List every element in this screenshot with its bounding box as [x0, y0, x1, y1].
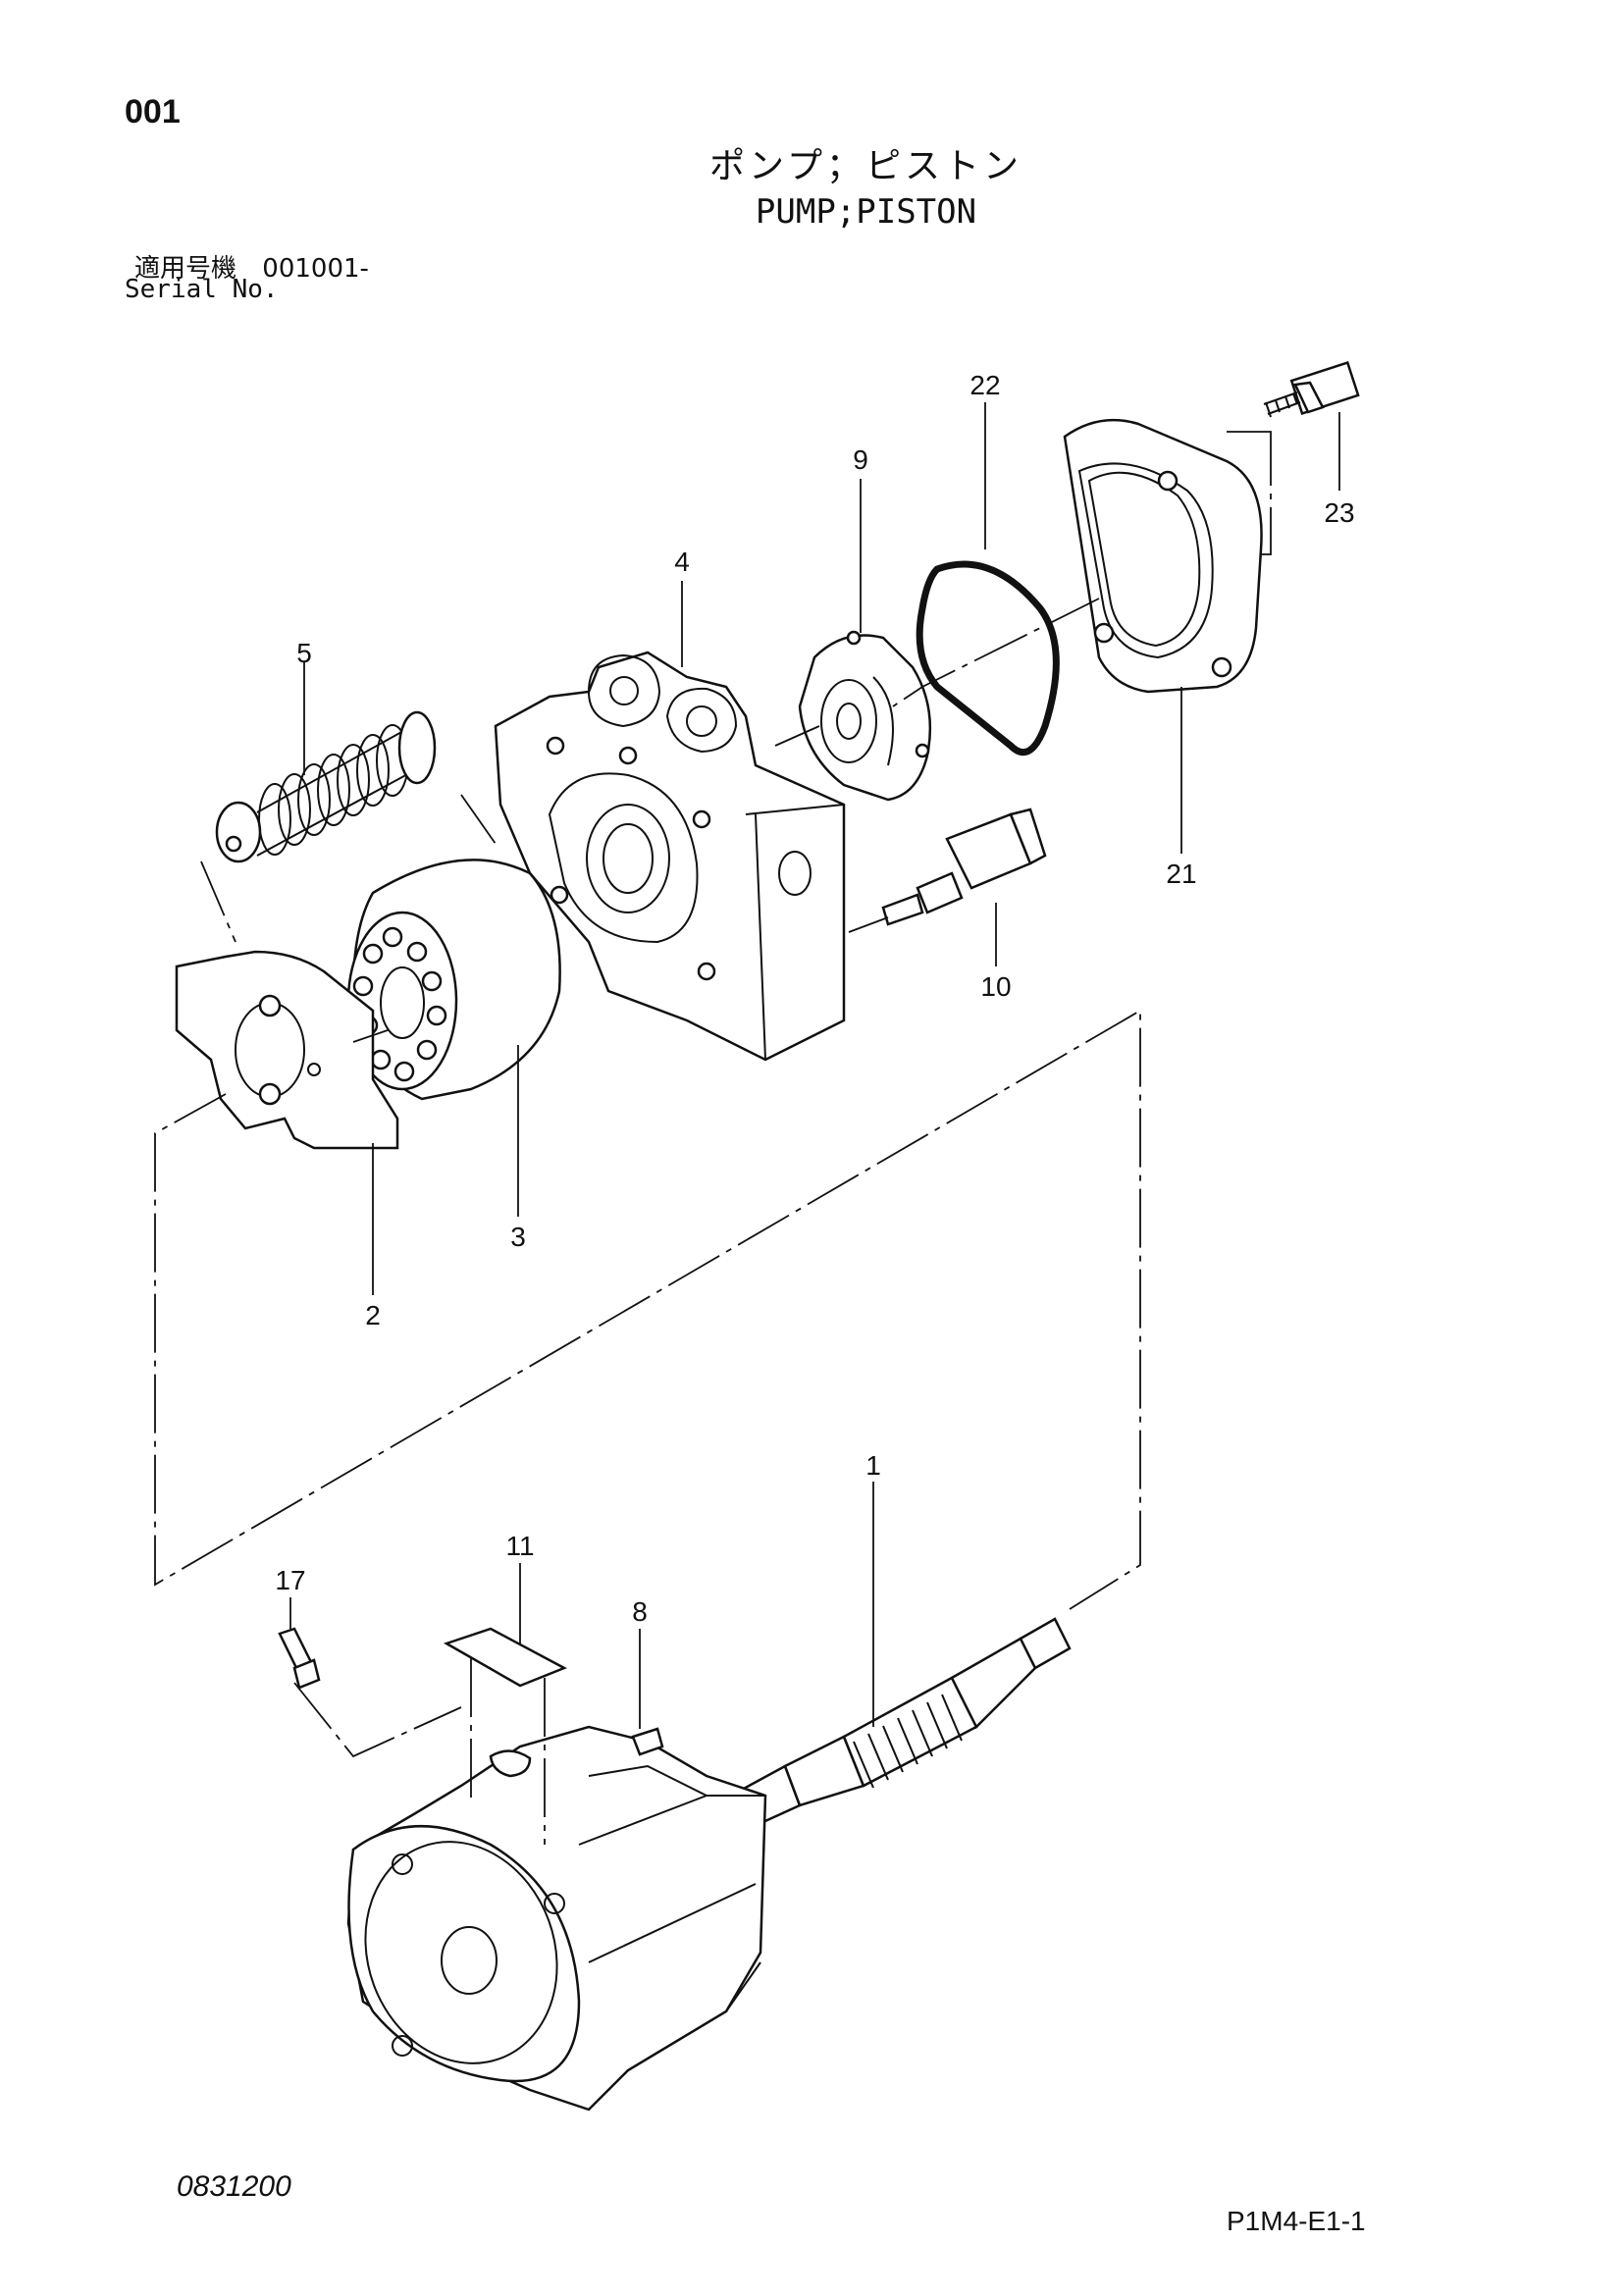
page-reference: P1M4-E1-1	[1227, 2206, 1366, 2236]
title-japanese: ポンプ；ピストン	[709, 146, 1022, 186]
serial-label-jp: 適用号機	[134, 254, 237, 284]
callout-2: 2	[365, 1300, 381, 1330]
serial-row: 適用号機 001001-	[134, 248, 387, 285]
callout-11: 11	[505, 1531, 534, 1561]
part-9-valve-plate	[798, 630, 932, 802]
serial-value: 001001-	[262, 254, 369, 284]
callout-22: 22	[969, 370, 1000, 400]
page-number: 001	[125, 93, 181, 130]
part-22-o-ring	[916, 560, 1060, 756]
part-23-bolt	[1263, 360, 1360, 418]
serial-label-en: Serial No.	[125, 275, 279, 304]
part-3-cylinder-block	[346, 859, 561, 1101]
part-4-housing	[494, 651, 846, 1062]
callout-21: 21	[1166, 859, 1196, 889]
part-10-valve	[881, 808, 1047, 926]
part-5-spring	[215, 710, 437, 863]
part-21-cover-plate	[1063, 418, 1263, 694]
part-17-fitting	[278, 1627, 321, 1690]
callout-1: 1	[865, 1450, 881, 1481]
callout-labels: 22 9 23 4 5 21 10 3 2 1 11 17 8	[275, 370, 1354, 1627]
part-11-name-plate	[443, 1627, 567, 1688]
callout-10: 10	[980, 971, 1011, 1002]
part-1-shaft	[729, 1617, 1072, 1832]
callout-5: 5	[296, 638, 312, 668]
leader-lines	[289, 402, 1340, 1729]
callout-3: 3	[510, 1222, 526, 1252]
centerlines	[154, 431, 1272, 1845]
title-english: PUMP;PISTON	[755, 192, 977, 232]
callout-9: 9	[853, 444, 868, 475]
callout-23: 23	[1324, 497, 1354, 528]
part-8-pump-casing	[346, 1725, 767, 2112]
callout-17: 17	[275, 1565, 305, 1595]
callout-4: 4	[674, 547, 690, 577]
document-code: 0831200	[177, 2170, 291, 2203]
part-2-swash-plate	[175, 950, 399, 1150]
callout-8: 8	[632, 1596, 648, 1627]
